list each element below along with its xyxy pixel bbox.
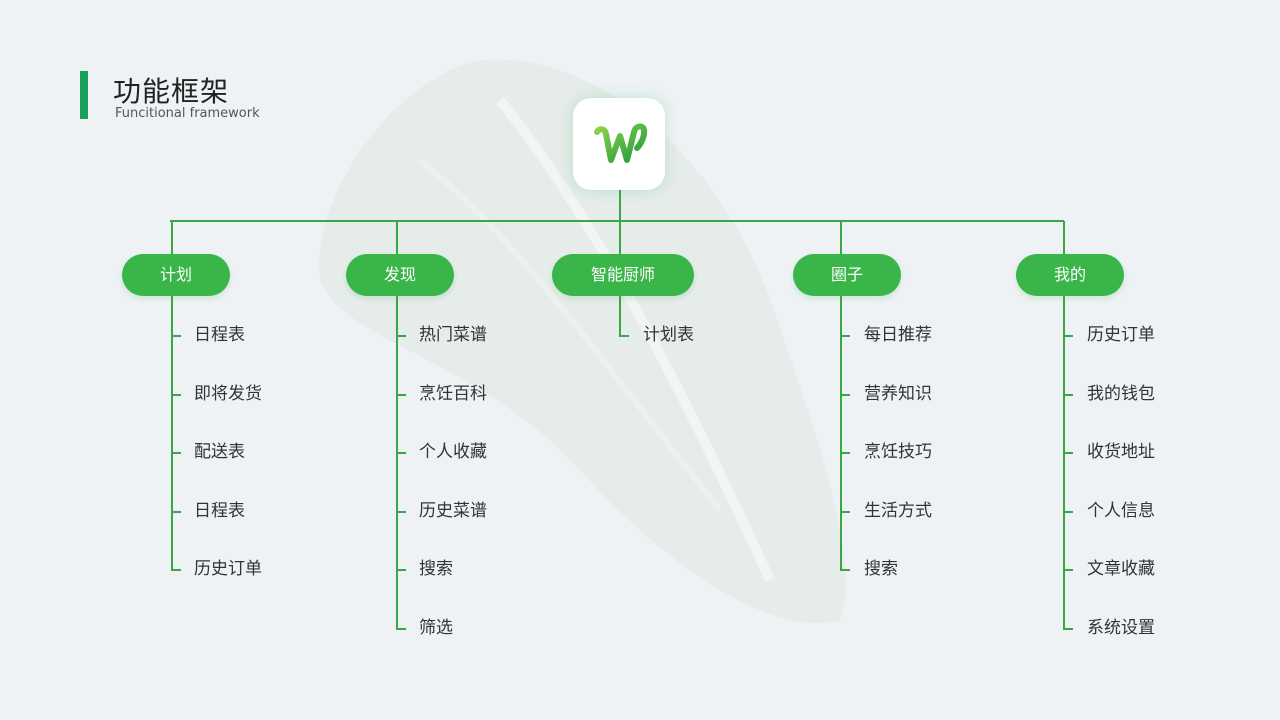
item-trunk-line xyxy=(619,296,621,336)
item-tick-line xyxy=(840,393,850,396)
branch-bar-line xyxy=(170,220,1064,222)
item-tick-line xyxy=(1063,628,1073,630)
tree-item: 搜索 xyxy=(864,559,898,580)
tree-item: 每日推荐 xyxy=(864,325,932,345)
item-trunk-line xyxy=(171,296,173,571)
tree-item: 烹饪百科 xyxy=(419,383,487,404)
item-tick-line xyxy=(1063,335,1073,337)
item-tick-line xyxy=(1063,510,1073,513)
item-tick-line xyxy=(840,335,850,337)
root-stem-line xyxy=(618,190,621,221)
item-tick-line xyxy=(840,452,850,455)
branch-stem-line xyxy=(1063,221,1065,254)
item-tick-line xyxy=(396,393,406,396)
tree-item: 烹饪技巧 xyxy=(864,442,932,463)
app-logo-icon xyxy=(573,98,665,190)
tree-item: 配送表 xyxy=(194,442,245,463)
branch-node: 发现 xyxy=(346,254,454,296)
branch-stem-line xyxy=(840,221,842,254)
tree-item: 日程表 xyxy=(194,325,245,345)
item-tick-line xyxy=(1063,452,1073,455)
branch-node: 计划 xyxy=(122,254,230,296)
item-tick-line xyxy=(1063,569,1073,572)
page-subtitle: Funcitional framework xyxy=(115,106,260,121)
tree-item: 我的钱包 xyxy=(1087,383,1155,404)
item-tick-line xyxy=(171,393,181,396)
branch-node: 我的 xyxy=(1016,254,1124,296)
item-trunk-line xyxy=(396,296,398,629)
tree-item: 筛选 xyxy=(419,618,453,638)
w-logo-icon xyxy=(594,123,648,163)
item-tick-line xyxy=(171,452,181,455)
tree-item: 文章收藏 xyxy=(1087,559,1155,580)
item-tick-line xyxy=(840,569,850,572)
item-tick-line xyxy=(396,510,406,513)
tree-item: 生活方式 xyxy=(864,500,932,521)
tree-item: 即将发货 xyxy=(194,383,262,404)
tree-item: 搜索 xyxy=(419,559,453,580)
title-accent-bar xyxy=(80,71,88,119)
item-trunk-line xyxy=(840,296,842,571)
item-tick-line xyxy=(396,628,406,630)
tree-item: 个人收藏 xyxy=(419,442,487,463)
branch-stem-line xyxy=(619,221,621,254)
tree-item: 历史菜谱 xyxy=(419,500,487,521)
tree-item: 系统设置 xyxy=(1087,618,1155,638)
tree-item: 营养知识 xyxy=(864,383,932,404)
item-tick-line xyxy=(1063,393,1073,396)
tree-item: 收货地址 xyxy=(1087,442,1155,463)
branch-node: 圈子 xyxy=(793,254,901,296)
branch-stem-line xyxy=(171,221,173,254)
item-tick-line xyxy=(619,335,629,337)
tree-item: 计划表 xyxy=(643,325,694,345)
item-tick-line xyxy=(840,510,850,513)
tree-item: 个人信息 xyxy=(1087,500,1155,521)
item-tick-line xyxy=(396,452,406,455)
branch-node: 智能厨师 xyxy=(552,254,694,296)
tree-item: 历史订单 xyxy=(194,559,262,580)
tree-item: 日程表 xyxy=(194,500,245,521)
item-tick-line xyxy=(171,510,181,513)
item-tick-line xyxy=(396,335,406,337)
branch-stem-line xyxy=(396,221,398,254)
tree-item: 历史订单 xyxy=(1087,325,1155,345)
item-tick-line xyxy=(171,569,181,572)
item-trunk-line xyxy=(1063,296,1065,629)
item-tick-line xyxy=(396,569,406,572)
tree-item: 热门菜谱 xyxy=(419,325,487,345)
page-title: 功能框架 xyxy=(113,75,230,108)
item-tick-line xyxy=(171,335,181,337)
